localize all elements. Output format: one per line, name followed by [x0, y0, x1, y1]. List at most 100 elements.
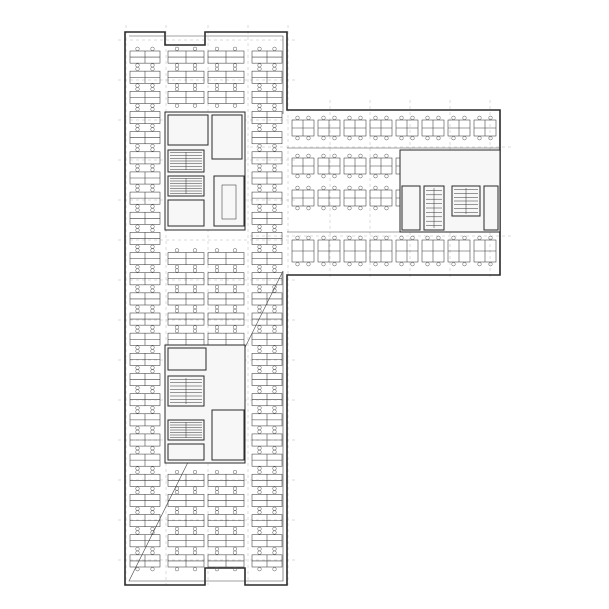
chair: [272, 389, 277, 394]
workstation-cluster: [129, 449, 161, 471]
chair: [451, 262, 456, 267]
chair: [150, 103, 155, 108]
chair: [174, 248, 180, 253]
chair: [174, 546, 180, 552]
chair: [232, 305, 238, 310]
chair: [272, 308, 277, 313]
chair: [232, 526, 238, 531]
chair: [232, 63, 238, 68]
chair: [214, 530, 220, 535]
workstation-cluster: [251, 308, 283, 330]
workstation-cluster: [129, 66, 161, 88]
workstation-cluster: [251, 107, 283, 128]
chair: [257, 204, 262, 209]
chair: [192, 83, 198, 88]
chair: [257, 244, 262, 249]
chair: [232, 248, 238, 253]
workstation-cluster: [251, 550, 283, 572]
chair: [232, 469, 238, 475]
chair: [257, 268, 262, 273]
chair: [272, 325, 277, 330]
chair: [214, 325, 220, 330]
chair: [192, 264, 198, 269]
chair: [150, 328, 155, 334]
chair: [150, 143, 155, 149]
chair: [135, 264, 140, 269]
chair: [257, 63, 262, 68]
workstation-cluster: [343, 153, 367, 179]
chair: [150, 567, 155, 572]
chair: [272, 305, 277, 310]
chair: [272, 446, 277, 451]
chair: [321, 174, 326, 179]
chair: [358, 235, 363, 240]
chair: [272, 103, 277, 108]
workstation-cluster: [129, 469, 161, 491]
workstation-cluster: [317, 153, 341, 179]
chair: [321, 235, 326, 240]
chair: [214, 308, 220, 313]
chair: [135, 429, 140, 434]
workstation-cluster: [167, 46, 205, 68]
chair: [321, 136, 326, 141]
chair: [214, 550, 220, 555]
chair: [150, 268, 155, 273]
chair: [192, 546, 198, 552]
chair: [257, 365, 262, 370]
chair: [257, 567, 262, 572]
chair: [358, 262, 363, 267]
workstation-cluster: [207, 87, 245, 108]
chair: [257, 530, 262, 535]
chair: [295, 206, 300, 211]
chair: [272, 506, 277, 511]
chair: [192, 308, 198, 313]
chair: [135, 164, 140, 169]
chair: [150, 486, 155, 491]
workstation-cluster: [207, 550, 245, 572]
chair: [332, 153, 337, 158]
chair: [451, 235, 456, 240]
chair: [257, 466, 262, 471]
chair: [135, 147, 140, 152]
chair: [257, 164, 262, 169]
chair: [150, 83, 155, 88]
chair: [135, 466, 140, 471]
workstation-cluster: [251, 530, 283, 552]
chair: [358, 115, 363, 120]
chair: [135, 103, 140, 108]
chair: [272, 147, 277, 152]
workstation-cluster: [207, 530, 245, 552]
chair: [192, 550, 198, 555]
workstation-cluster: [447, 115, 471, 141]
chair: [174, 469, 180, 475]
chair: [232, 510, 238, 515]
workstation-cluster: [291, 153, 315, 179]
upper-core-room: [167, 114, 209, 146]
chair: [135, 123, 140, 128]
chair: [150, 288, 155, 293]
chair: [174, 83, 180, 88]
chair: [150, 224, 155, 229]
chair: [192, 530, 198, 535]
workstation-cluster: [129, 187, 161, 209]
chair: [306, 262, 311, 267]
chair: [306, 153, 311, 158]
chair: [214, 288, 220, 293]
chair: [135, 405, 140, 411]
chair: [174, 87, 180, 92]
chair: [257, 143, 262, 149]
chair: [373, 262, 378, 267]
chair: [214, 486, 220, 491]
chair: [272, 526, 277, 531]
workstation-cluster: [207, 46, 245, 68]
chair: [150, 248, 155, 253]
chair: [150, 107, 155, 112]
chair: [257, 449, 262, 454]
chair: [232, 530, 238, 535]
chair: [214, 248, 220, 253]
workstation-cluster: [129, 107, 161, 128]
workstation-cluster: [369, 185, 393, 211]
chair: [150, 389, 155, 394]
chair: [150, 228, 155, 233]
workstation-cluster: [291, 235, 315, 267]
